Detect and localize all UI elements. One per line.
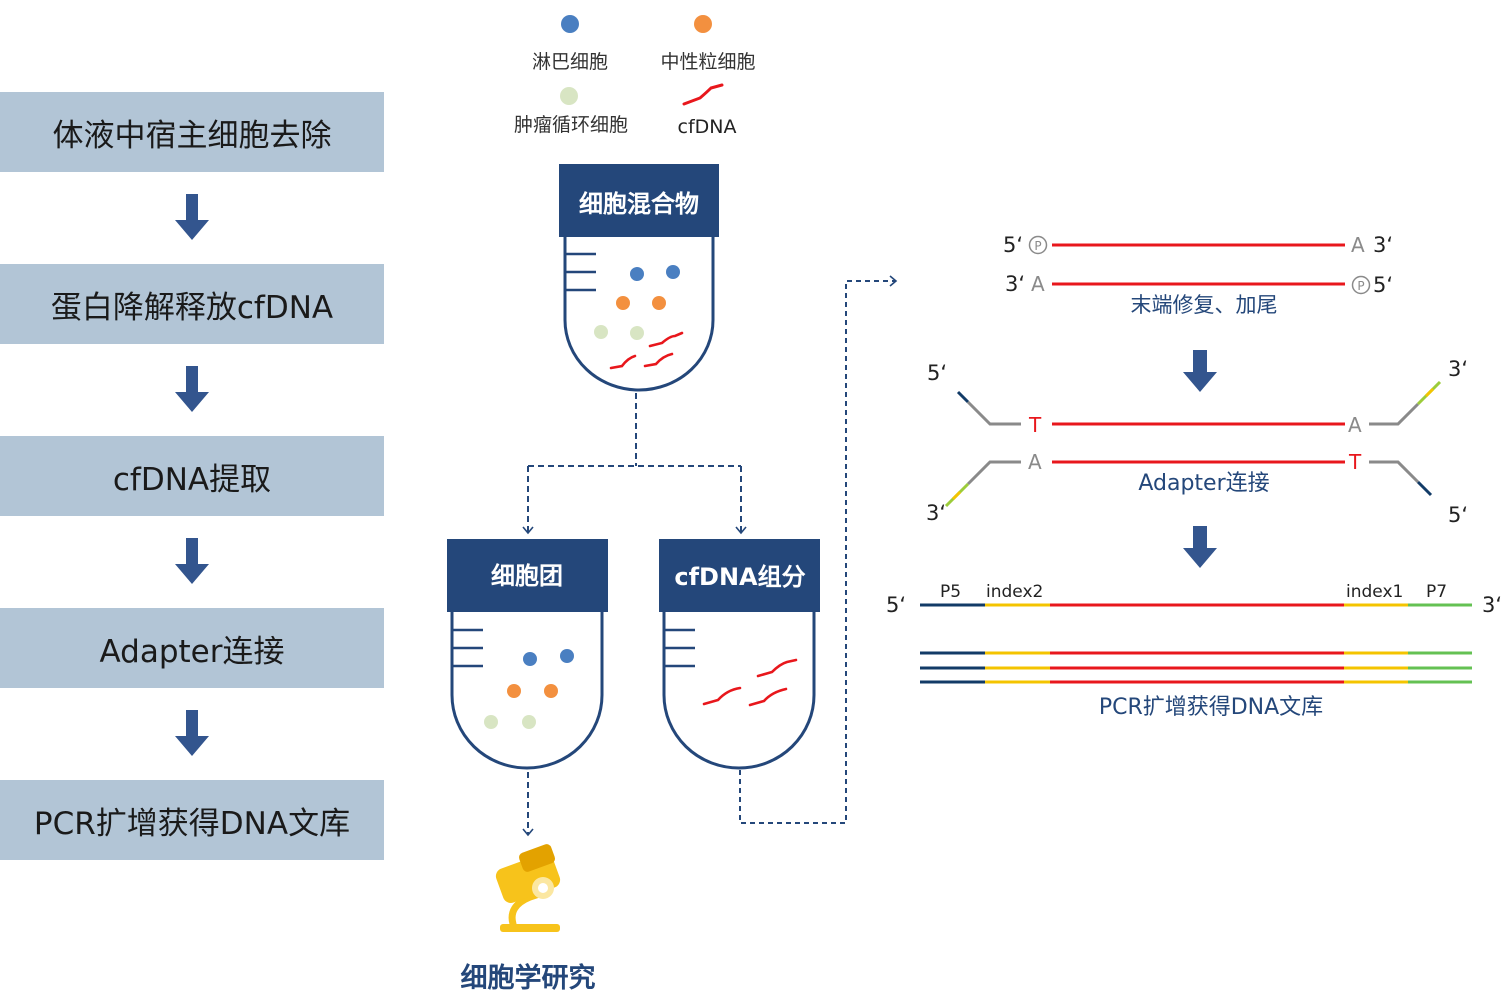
tube-body <box>450 612 604 770</box>
cfdna-fragment <box>702 686 742 706</box>
tube-header <box>559 164 719 237</box>
cfdna-fragment <box>643 352 674 368</box>
phosphate-label: P <box>1034 239 1041 253</box>
workflow-step-label: Adapter连接 <box>99 633 285 670</box>
strand-end-label: 3‘ <box>926 501 946 525</box>
strand-end-label: 3‘ <box>1448 357 1468 381</box>
cfdna-fragment <box>756 658 798 678</box>
cell-mixture-tube: 细胞混合物 <box>559 164 719 392</box>
index2-label: index2 <box>986 582 1043 602</box>
workflow-step-label: PCR扩增获得DNA文库 <box>33 805 351 842</box>
strand-end-label: 5‘ <box>927 361 947 385</box>
a-base-label: A <box>1028 450 1042 474</box>
legend-lymphocyte-label: 淋巴细胞 <box>532 51 608 73</box>
phosphate-label: P <box>1357 279 1364 293</box>
microscope-icon <box>495 844 561 932</box>
down-arrow-icon <box>175 710 209 756</box>
workflow-step-3: cfDNA提取 <box>0 436 384 516</box>
index1-label: index1 <box>1346 582 1403 602</box>
a-base-label: A <box>1031 272 1045 296</box>
a-base-label: A <box>1348 413 1362 437</box>
ctc-dot <box>484 715 498 729</box>
tube-header <box>659 539 820 612</box>
workflow-step-label: 蛋白降解释放cfDNA <box>50 289 334 326</box>
adapter-arm <box>1369 402 1420 426</box>
cfdna-legend-icon <box>682 83 724 106</box>
cfdna-fragment <box>648 331 684 348</box>
adapter-end <box>1424 387 1435 398</box>
adapter-arm <box>966 400 1021 426</box>
down-arrow-icon <box>175 366 209 412</box>
step-down-arrow-icon <box>1183 350 1217 392</box>
adapter-arm <box>966 460 1021 486</box>
t-base-label: T <box>1028 413 1042 437</box>
neutrophil-dot <box>652 296 666 310</box>
ctc-dot <box>522 715 536 729</box>
ctc-dot <box>630 326 644 340</box>
adapter-arm <box>1369 460 1420 484</box>
down-arrow-icon <box>175 194 209 240</box>
library-caption: PCR扩增获得DNA文库 <box>1099 695 1323 720</box>
p7-label: P7 <box>1426 582 1447 602</box>
ctc-legend-dot <box>560 87 578 105</box>
lymphocyte-dot <box>523 652 537 666</box>
tube-header <box>447 539 608 612</box>
lymphocyte-dot <box>630 267 644 281</box>
neutrophil-dot <box>616 296 630 310</box>
p5-label: P5 <box>940 582 961 602</box>
workflow-step-label: 体液中宿主细胞去除 <box>52 117 332 154</box>
workflow-step-1: 体液中宿主细胞去除 <box>0 92 384 172</box>
strand-end-label: 3‘ <box>1005 272 1025 296</box>
strand-end-label: 5‘ <box>1003 233 1023 257</box>
phosphate-icon <box>1028 235 1048 255</box>
step-down-arrow-icon <box>1183 526 1217 568</box>
adapter-ligation-section: 5‘ T A 3‘ A 3‘ T 5‘ Adapter连接 <box>926 357 1468 527</box>
cfdna-fragment <box>609 354 637 370</box>
adapter-end <box>951 490 962 501</box>
cell-pellet-tube: 细胞团 <box>447 539 608 770</box>
workflow-step-label: cfDNA提取 <box>112 461 272 498</box>
tube-header-label: 细胞团 <box>491 562 563 590</box>
tube-header-label: cfDNA组分 <box>674 563 805 591</box>
lymphocyte-dot <box>560 649 574 663</box>
microscope-label: 细胞学研究 <box>461 962 596 994</box>
final-library-section: 5‘ P5 index2 index1 P7 3‘ <box>886 582 1502 720</box>
end-repair-section: 5‘ P A 3‘ 3‘ A P 5‘ 末端修复、加尾 <box>1003 233 1393 317</box>
lymphocyte-legend-dot <box>561 15 579 33</box>
adapter-ligation-caption: Adapter连接 <box>1138 471 1269 496</box>
neutrophil-legend-dot <box>694 15 712 33</box>
adapter-end <box>956 390 970 404</box>
adapter-end <box>1416 480 1433 497</box>
strand-end-label: 5‘ <box>1373 273 1393 297</box>
workflow-step-2: 蛋白降解释放cfDNA <box>0 264 384 344</box>
strand-end-label: 3‘ <box>1482 593 1502 617</box>
legend-cfdna-label: cfDNA <box>678 116 737 138</box>
lymphocyte-dot <box>666 265 680 279</box>
strand-end-label: 5‘ <box>1448 503 1468 527</box>
tube-body <box>563 237 715 392</box>
cfdna-fragment <box>748 687 788 707</box>
ctc-dot <box>594 325 608 339</box>
neutrophil-dot <box>507 684 521 698</box>
strand-end-label: 5‘ <box>886 593 906 617</box>
legend-ctc-label: 肿瘤循环细胞 <box>514 114 628 136</box>
workflow-step-4: Adapter连接 <box>0 608 384 688</box>
phosphate-icon <box>1351 275 1371 295</box>
tube-body <box>662 612 816 770</box>
end-repair-caption: 末端修复、加尾 <box>1131 293 1278 317</box>
tube-header-label: 细胞混合物 <box>579 190 699 218</box>
a-base-label: A <box>1351 233 1365 257</box>
t-base-label: T <box>1348 450 1362 474</box>
strand-end-label: 3‘ <box>1373 233 1393 257</box>
workflow-step-5: PCR扩增获得DNA文库 <box>0 780 384 860</box>
neutrophil-dot <box>544 684 558 698</box>
legend-neutrophil-label: 中性粒细胞 <box>660 51 755 73</box>
cfdna-fraction-tube: cfDNA组分 <box>659 539 820 770</box>
down-arrow-icon <box>175 538 209 584</box>
